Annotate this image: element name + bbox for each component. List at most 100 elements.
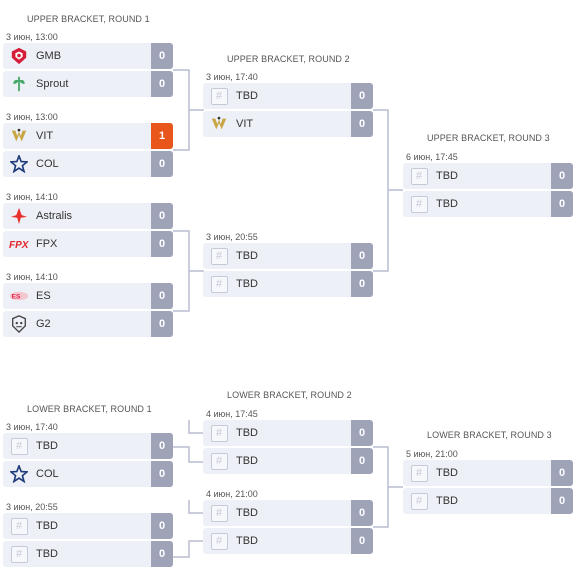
es-logo-icon: ES — [9, 286, 29, 306]
team-name: VIT — [236, 118, 254, 130]
team-score: 0 — [151, 231, 173, 257]
match-time: 5 июн, 21:00 — [406, 449, 458, 459]
svg-text:ES: ES — [12, 294, 21, 301]
team-score: 0 — [351, 500, 373, 526]
match-time: 3 июн, 13:00 — [6, 112, 58, 122]
match-time: 4 июн, 17:45 — [206, 409, 258, 419]
team-name: ES — [36, 290, 51, 302]
team-score: 0 — [551, 163, 573, 189]
team-row[interactable]: COL 0 — [3, 461, 173, 487]
team-name: TBD — [236, 90, 258, 102]
match-time: 3 июн, 13:00 — [6, 32, 58, 42]
team-row[interactable]: COL 0 — [3, 151, 173, 177]
lower-round-2-title: LOWER BRACKET, ROUND 2 — [227, 390, 352, 400]
team-name: COL — [36, 158, 59, 170]
match-time: 3 июн, 17:40 — [6, 422, 58, 432]
tbd-logo-icon: # — [209, 423, 229, 443]
team-row[interactable]: G2 0 — [3, 311, 173, 337]
team-score: 0 — [551, 191, 573, 217]
team-name: Sprout — [36, 78, 69, 90]
team-row[interactable]: # TBD 0 — [203, 83, 373, 109]
team-score: 0 — [151, 311, 173, 337]
svg-text:FPX: FPX — [9, 240, 29, 251]
tbd-logo-icon: # — [209, 274, 229, 294]
team-name: FPX — [36, 238, 58, 250]
team-name: TBD — [236, 278, 258, 290]
match-time: 6 июн, 17:45 — [406, 152, 458, 162]
team-score: 0 — [151, 461, 173, 487]
match-time: 4 июн, 21:00 — [206, 489, 258, 499]
team-name: TBD — [36, 440, 58, 452]
team-name: Astralis — [36, 210, 73, 222]
team-name: TBD — [236, 455, 258, 467]
team-score: 0 — [151, 541, 173, 567]
team-score: 0 — [551, 460, 573, 486]
astralis-logo-icon — [9, 206, 29, 226]
team-name: TBD — [436, 198, 458, 210]
team-score: 0 — [151, 433, 173, 459]
team-row[interactable]: # TBD 0 — [403, 460, 573, 486]
sprout-logo-icon — [9, 74, 29, 94]
team-score: 0 — [151, 151, 173, 177]
team-name: TBD — [36, 548, 58, 560]
upper-round-3-title: UPPER BRACKET, ROUND 3 — [427, 133, 550, 143]
team-score: 0 — [351, 448, 373, 474]
team-name: G2 — [36, 318, 51, 330]
team-name: TBD — [436, 495, 458, 507]
team-score: 0 — [151, 71, 173, 97]
team-score: 0 — [151, 203, 173, 229]
team-name: TBD — [436, 467, 458, 479]
tbd-logo-icon: # — [9, 436, 29, 456]
team-score: 1 — [151, 123, 173, 149]
tbd-logo-icon: # — [9, 544, 29, 564]
team-score: 0 — [351, 83, 373, 109]
team-row[interactable]: # TBD 0 — [3, 433, 173, 459]
team-row[interactable]: Astralis 0 — [3, 203, 173, 229]
tbd-logo-icon: # — [409, 194, 429, 214]
team-row[interactable]: # TBD 0 — [203, 271, 373, 297]
team-row[interactable]: Sprout 0 — [3, 71, 173, 97]
team-row[interactable]: FPX FPX 0 — [3, 231, 173, 257]
match-time: 3 июн, 14:10 — [6, 272, 58, 282]
tbd-logo-icon: # — [9, 516, 29, 536]
team-score: 0 — [351, 271, 373, 297]
team-row[interactable]: # TBD 0 — [403, 191, 573, 217]
tbd-logo-icon: # — [209, 86, 229, 106]
lower-round-1-title: LOWER BRACKET, ROUND 1 — [27, 404, 152, 414]
vitality-logo-icon — [209, 114, 229, 134]
vitality-logo-icon — [9, 126, 29, 146]
team-score: 0 — [551, 488, 573, 514]
g2-logo-icon — [9, 314, 29, 334]
team-row[interactable]: # TBD 0 — [3, 541, 173, 567]
tbd-logo-icon: # — [409, 463, 429, 483]
tbd-logo-icon: # — [209, 503, 229, 523]
match-time: 3 июн, 17:40 — [206, 72, 258, 82]
team-name: COL — [36, 468, 59, 480]
team-score: 0 — [151, 513, 173, 539]
